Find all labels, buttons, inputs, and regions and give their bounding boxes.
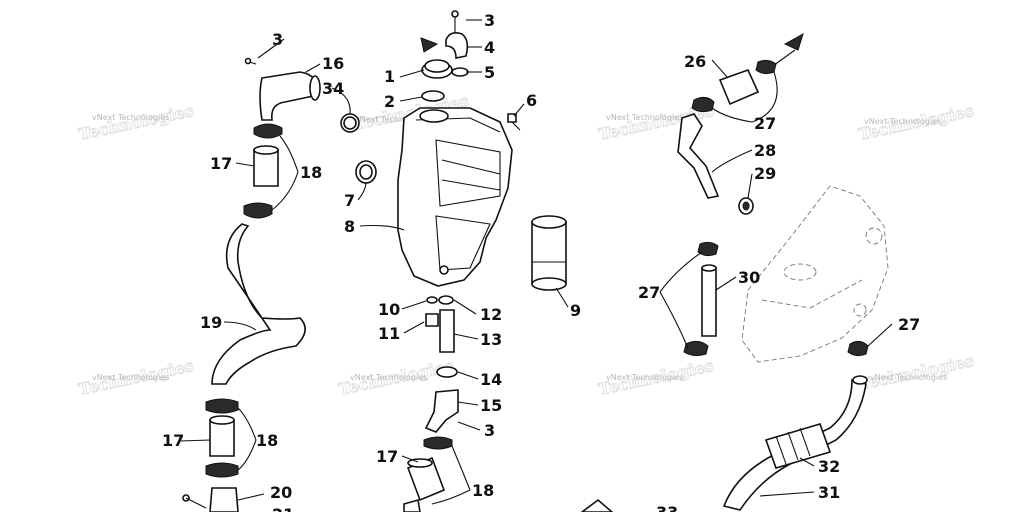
callout-18-top: 18: [300, 163, 322, 182]
callout-31: 31: [818, 483, 840, 502]
callout-28: 28: [754, 141, 776, 160]
callout-20: 20: [270, 483, 292, 502]
callout-4: 4: [484, 38, 495, 57]
callout-12: 12: [480, 305, 502, 324]
leader-lines: [179, 19, 893, 505]
callout-labels: 3 4 1 5 2 6 7 8 9 10 11 12 13 14 15 3 17…: [162, 11, 920, 512]
callout-19: 19: [200, 313, 222, 332]
callout-18-bottom: 18: [472, 481, 494, 500]
callout-5: 5: [484, 63, 495, 82]
callout-15: 15: [480, 396, 502, 415]
right-breather-assembly: [420, 32, 889, 512]
callout-9: 9: [570, 301, 581, 320]
callout-11: 11: [378, 324, 400, 343]
watermark-text: vNext Technologies: [870, 373, 947, 382]
callout-8: 8: [344, 217, 355, 236]
watermark-text: vNext Technologies: [355, 115, 432, 124]
callout-18-mid: 18: [256, 431, 278, 450]
watermark-text: vNext Technologies: [606, 113, 683, 122]
svg-text:Technologies: Technologies: [77, 101, 196, 144]
callout-10: 10: [378, 300, 400, 319]
callout-14: 14: [480, 370, 502, 389]
watermark-text: vNext Technologies: [606, 373, 683, 382]
callout-27-top: 27: [754, 114, 776, 133]
callout-29: 29: [754, 164, 776, 183]
left-hose-assembly: [182, 57, 360, 512]
callout-27-mid: 27: [638, 283, 660, 302]
watermark-text: vNext Technologies: [350, 373, 427, 382]
callout-32: 32: [818, 457, 840, 476]
callout-21: 21: [272, 505, 294, 512]
callout-3-mid: 3: [484, 421, 495, 440]
callout-2: 2: [384, 92, 395, 111]
callout-26: 26: [684, 52, 706, 71]
callout-7: 7: [344, 191, 355, 210]
watermark-text: vNext Technologies: [92, 113, 169, 122]
watermark-text: vNext Technologies: [864, 117, 941, 126]
callout-27-right: 27: [898, 315, 920, 334]
callout-1: 1: [384, 67, 395, 86]
callout-16: 16: [322, 54, 344, 73]
callout-17-mid: 17: [162, 431, 184, 450]
watermark-group: Technologies vNext Technologies Technolo…: [76, 90, 976, 399]
oil-tank-assembly: [355, 10, 567, 512]
callout-33: 33: [656, 503, 678, 512]
callout-30: 30: [738, 268, 760, 287]
callout-17-top: 17: [210, 154, 232, 173]
watermark-text: vNext Technologies: [92, 373, 169, 382]
callout-3-top: 3: [484, 11, 495, 30]
callout-3-left: 3: [272, 30, 283, 49]
callout-34: 34: [322, 79, 344, 98]
callout-17-bottom: 17: [376, 447, 398, 466]
callout-13: 13: [480, 330, 502, 349]
callout-6: 6: [526, 91, 537, 110]
